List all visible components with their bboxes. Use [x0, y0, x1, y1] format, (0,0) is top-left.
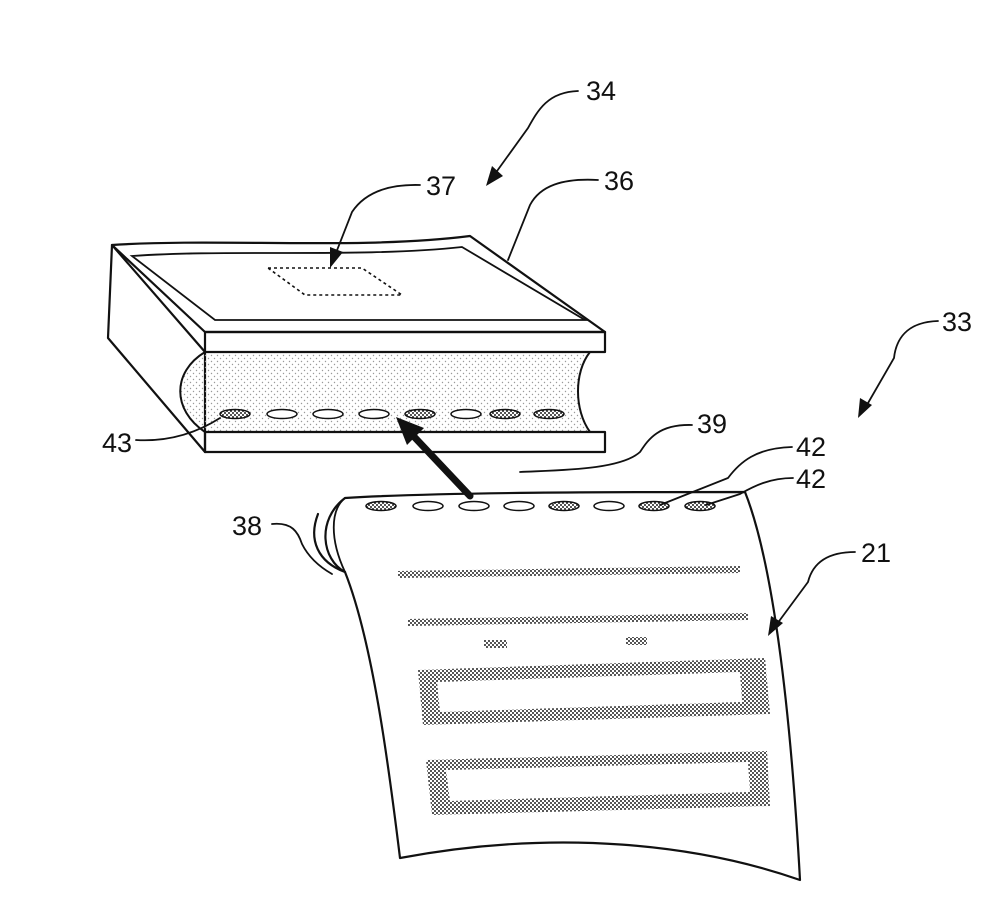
label-39: 39 [697, 409, 727, 439]
label-43: 43 [102, 428, 132, 458]
label-36: 36 [604, 166, 634, 196]
label-37: 37 [426, 171, 456, 201]
label-34: 34 [586, 76, 616, 106]
sheet-bar-2 [408, 613, 748, 626]
leaders [135, 90, 939, 636]
cartridge-end-face [106, 243, 207, 454]
label-21: 21 [861, 538, 891, 568]
sheet-mark-right [626, 637, 647, 645]
cartridge-top-face [110, 234, 607, 334]
cartridge-cavity [179, 351, 593, 433]
reservoir-row [219, 408, 565, 420]
sheet-frame-2 [426, 751, 770, 815]
label-33: 33 [942, 307, 972, 337]
sheet-curl [313, 512, 347, 574]
upper-cartridge [106, 234, 607, 454]
cartridge-bottom-bar [203, 430, 607, 454]
sheet-frame-1 [418, 658, 770, 725]
sheet-outline [324, 490, 802, 882]
label-38: 38 [232, 511, 262, 541]
cartridge-top-rim [129, 246, 589, 321]
transfer-arrowhead [396, 417, 424, 445]
cartridge-front-bar [203, 330, 607, 354]
lower-sheet [313, 490, 802, 882]
sheet-bar-1 [398, 566, 740, 578]
sheet-top-edge [332, 497, 346, 573]
label-42-lower: 42 [796, 464, 826, 494]
dashed-window [265, 267, 405, 296]
label-42-upper: 42 [796, 432, 826, 462]
aperture-row [365, 500, 716, 512]
sheet-mark-left [484, 640, 507, 648]
